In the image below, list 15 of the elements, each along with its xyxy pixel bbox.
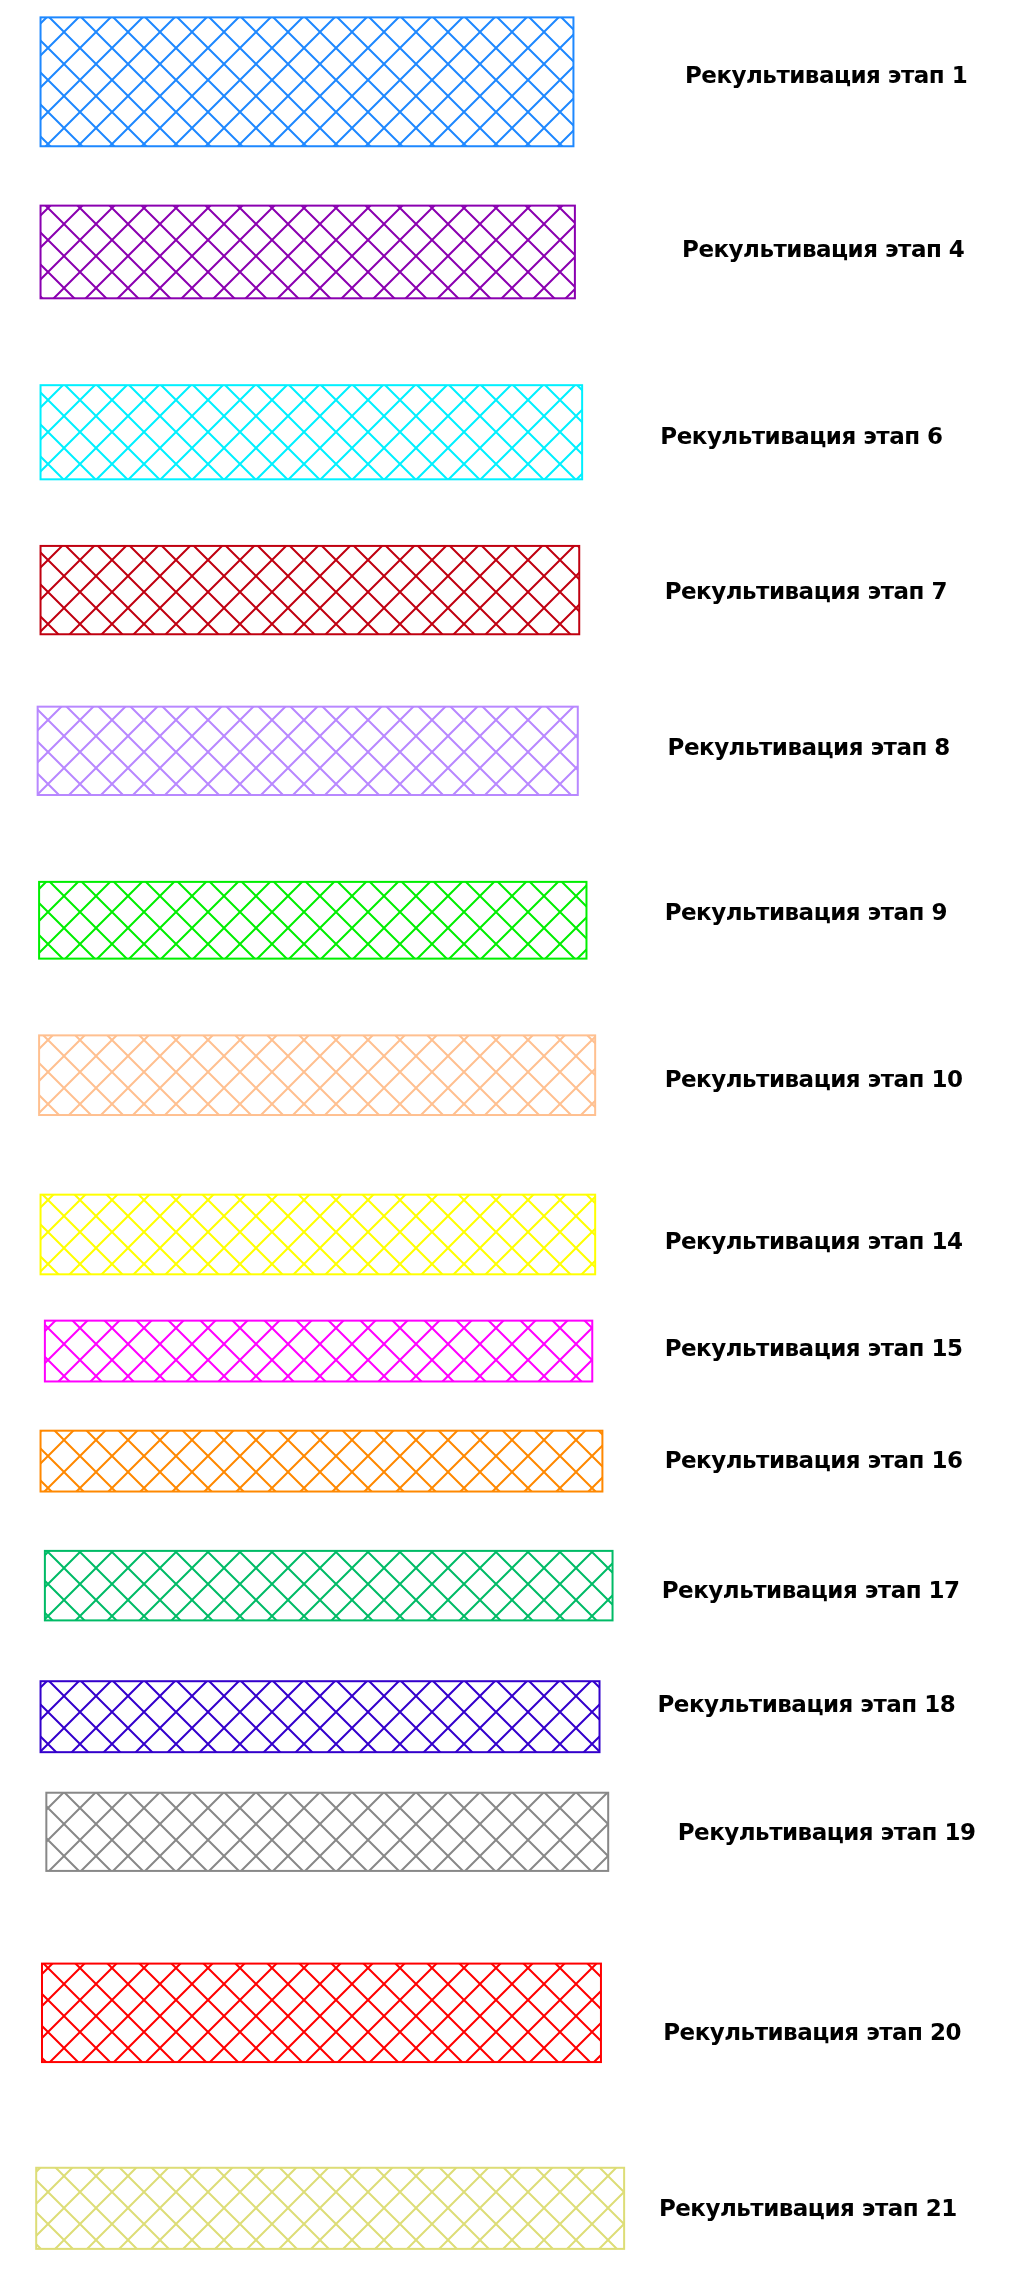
legend-label: Рекультивация этап 14 (664, 1228, 963, 1254)
legend-label: Рекультивация этап 9 (664, 899, 947, 926)
legend-label: Рекультивация этап 7 (664, 577, 947, 604)
legend-label: Рекультивация этап 16 (664, 1446, 963, 1473)
legend-label: Рекультивация этап 17 (661, 1577, 960, 1603)
legend-label: Рекультивация этап 1 (684, 62, 968, 89)
legend-label: Рекультивация этап 15 (664, 1335, 963, 1362)
legend-label: Рекультивация этап 19 (677, 1818, 976, 1845)
legend-label: Рекультивация этап 8 (667, 734, 950, 761)
legend-label: Рекультивация этап 18 (657, 1691, 956, 1718)
legend-label: Рекультивация этап 4 (682, 236, 965, 263)
legend-label: Рекультивация этап 10 (664, 1065, 963, 1092)
legend-label: Рекультивация этап 21 (658, 2195, 957, 2222)
legend-label: Рекультивация этап 20 (663, 2018, 962, 2045)
legend-label: Рекультивация этап 6 (660, 422, 943, 449)
